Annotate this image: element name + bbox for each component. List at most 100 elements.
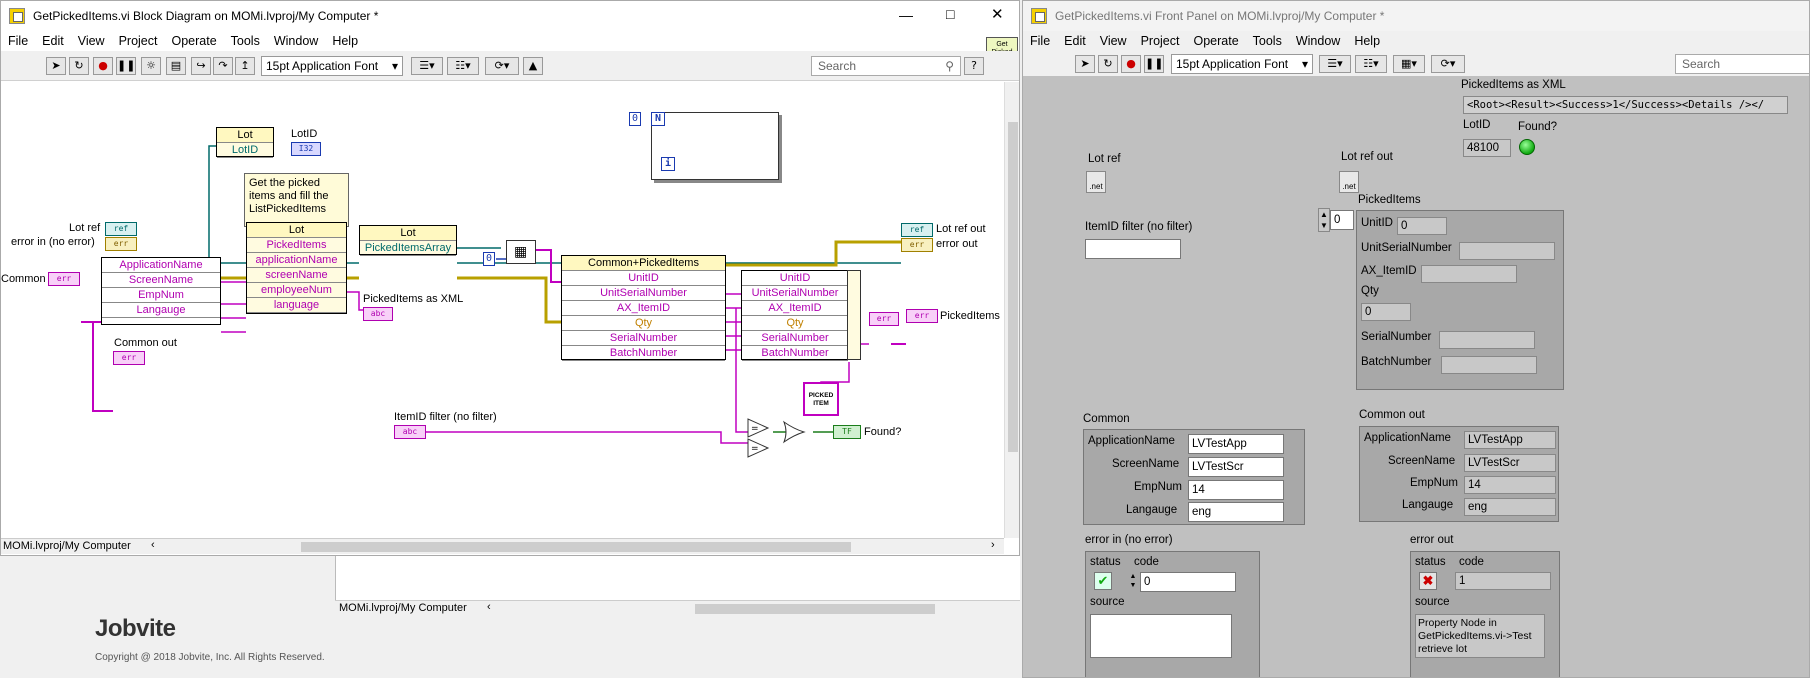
cleanup-diagram-icon[interactable]: ▲	[523, 57, 543, 75]
fp-reorder-icon[interactable]: ⟳▾	[1431, 55, 1465, 73]
fp-ax-field[interactable]	[1421, 265, 1517, 283]
fp-errin-source-input[interactable]	[1090, 614, 1232, 658]
bd-search-input[interactable]: Search⚲	[811, 56, 961, 76]
menu-view[interactable]: View	[77, 34, 105, 48]
fp-usn-field[interactable]	[1459, 242, 1555, 260]
highlight-execution-icon[interactable]: ☼	[141, 57, 161, 75]
common-control[interactable]: err	[48, 272, 80, 286]
lot-property-node-lotid[interactable]: Lot LotID	[216, 127, 274, 158]
fp-run-continuously-icon[interactable]: ↻	[1098, 55, 1118, 73]
reorder-icon[interactable]: ⟳▾	[485, 57, 519, 75]
fp-array-index-stepper[interactable]: ▲▼	[1318, 208, 1330, 232]
fp-menu-help[interactable]: Help	[1354, 34, 1381, 48]
fp-batch-field[interactable]	[1441, 356, 1537, 374]
menu-project[interactable]: Project	[118, 34, 158, 48]
scroll-thumb[interactable]	[695, 604, 935, 614]
fp-lotref-control[interactable]: .net	[1086, 171, 1106, 193]
lotid-indicator[interactable]: I32	[291, 142, 321, 156]
scroll-left-icon[interactable]: ‹	[487, 601, 491, 613]
fp-errout-source-value[interactable]: Property Node in GetPickedItems.vi->Test…	[1415, 614, 1545, 658]
step-over-icon[interactable]: ↷	[213, 57, 233, 75]
maximize-icon[interactable]: □	[946, 6, 955, 22]
fp-errin-status-check-icon[interactable]: ✔	[1094, 572, 1112, 590]
found-indicator[interactable]: TF	[833, 425, 861, 439]
fp-menu-window[interactable]: Window	[1295, 34, 1341, 48]
align-objects-icon[interactable]: ☰▾	[411, 57, 443, 75]
fp-align-icon[interactable]: ☰▾	[1319, 55, 1351, 73]
unbundle-common-picked[interactable]: Common+PickedItems UnitID UnitSerialNumb…	[561, 255, 726, 361]
scroll-right-icon[interactable]: ›	[991, 539, 995, 551]
picked-item-subvi[interactable]: PICKED ITEM	[803, 382, 839, 416]
fp-found-led[interactable]	[1519, 139, 1535, 155]
fp-lotid-indicator[interactable]: 48100	[1463, 139, 1511, 157]
fp-menu-file[interactable]: File	[1030, 34, 1051, 48]
index-array-node[interactable]: ▦	[506, 240, 536, 264]
menu-operate[interactable]: Operate	[171, 34, 217, 48]
fp-common-f0-input[interactable]: LVTestApp	[1188, 434, 1284, 454]
errin-control[interactable]: err	[105, 237, 137, 251]
bundle-picked-item[interactable]: UnitID UnitSerialNumber AX_ItemID Qty Se…	[741, 270, 849, 361]
errout-indicator[interactable]: err	[901, 238, 933, 252]
lot-property-node-main[interactable]: Lot PickedItems applicationName screenNa…	[246, 222, 347, 314]
abort-icon[interactable]: ●	[93, 57, 113, 75]
fp-errin-code-stepper[interactable]: ▲▼	[1129, 573, 1137, 589]
step-out-icon[interactable]: ↥	[235, 57, 255, 75]
build-array-node[interactable]	[847, 270, 861, 360]
fp-picked-xml-indicator[interactable]: <Root><Result><Success>1</Success><Detai…	[1463, 96, 1788, 114]
fp-lotref-out-indicator[interactable]: .net	[1339, 171, 1359, 193]
fp-qty-field[interactable]: 0	[1361, 303, 1411, 321]
bd-canvas[interactable]: Lot LotID LotID I32 Get the picked items…	[1, 82, 1004, 538]
unbundle-common[interactable]: ApplicationName ScreenName EmpNum Langau…	[101, 257, 221, 325]
fp-canvas[interactable]: PickedItems as XML <Root><Result><Succes…	[1023, 76, 1809, 677]
help-icon[interactable]: ?	[964, 57, 984, 75]
fp-menu-operate[interactable]: Operate	[1193, 34, 1239, 48]
distribute-objects-icon[interactable]: ☷▾	[447, 57, 479, 75]
equal-compare-nodes[interactable]: = =	[746, 417, 806, 467]
picked-items-converter[interactable]: err	[869, 312, 899, 326]
bd-vscroll[interactable]	[1004, 82, 1019, 538]
fp-serial-field[interactable]	[1439, 331, 1535, 349]
fp-common-f1-input[interactable]: LVTestScr	[1188, 457, 1284, 477]
fp-errout-code-value[interactable]: 1	[1455, 572, 1551, 590]
picked-xml-indicator[interactable]: abc	[363, 307, 393, 321]
bd-vscroll-thumb[interactable]	[1008, 122, 1018, 452]
font-select[interactable]: 15pt Application Font▾	[261, 56, 403, 76]
fp-menu-project[interactable]: Project	[1140, 34, 1180, 48]
fp-search-input[interactable]: Search	[1675, 54, 1809, 74]
menu-file[interactable]: File	[8, 34, 29, 48]
fp-menu-view[interactable]: View	[1099, 34, 1127, 48]
diagram-comment[interactable]: Get the picked items and fill the ListPi…	[244, 173, 349, 227]
fp-errin-code-input[interactable]: 0	[1140, 572, 1236, 592]
fp-itemid-filter-input[interactable]	[1085, 239, 1181, 259]
index-constant[interactable]: 0	[483, 252, 495, 266]
picked-items-indicator[interactable]: err	[906, 309, 938, 323]
fp-menu-edit[interactable]: Edit	[1064, 34, 1086, 48]
bd-hscroll-thumb[interactable]	[301, 542, 851, 552]
step-into-icon[interactable]: ↪	[191, 57, 211, 75]
fp-common-out-f3-value[interactable]: eng	[1464, 498, 1556, 516]
menu-help[interactable]: Help	[332, 34, 359, 48]
fp-array-index-input[interactable]: 0	[1330, 210, 1354, 230]
minimize-icon[interactable]: —	[899, 7, 913, 23]
fp-common-out-f0-value[interactable]: LVTestApp	[1464, 431, 1556, 449]
fp-distribute-icon[interactable]: ☷▾	[1355, 55, 1387, 73]
loop-count-constant[interactable]: 0	[629, 112, 641, 126]
fp-unitid-field[interactable]: 0	[1397, 217, 1447, 235]
lotref-out-indicator[interactable]: ref	[901, 223, 933, 237]
lot-property-node-array[interactable]: Lot PickedItemsArray	[359, 225, 457, 256]
bd-hscroll[interactable]: MOMi.lvproj/My Computer ‹ ›	[1, 538, 1004, 554]
menu-edit[interactable]: Edit	[42, 34, 64, 48]
fp-common-f2-input[interactable]: 14	[1188, 480, 1284, 500]
menu-window[interactable]: Window	[273, 34, 319, 48]
menu-tools[interactable]: Tools	[230, 34, 260, 48]
run-arrow-icon[interactable]: ➤	[46, 57, 66, 75]
background-hscroll[interactable]: MOMi.lvproj/My Computer ‹	[335, 600, 1020, 616]
run-continuously-icon[interactable]: ↻	[69, 57, 89, 75]
lotref-control[interactable]: ref	[105, 222, 137, 236]
retain-wire-values-icon[interactable]: ▤	[166, 57, 186, 75]
fp-abort-icon[interactable]: ●	[1121, 55, 1141, 73]
fp-common-out-f2-value[interactable]: 14	[1464, 476, 1556, 494]
pause-icon[interactable]: ❚❚	[116, 57, 136, 75]
fp-errout-status-x-icon[interactable]: ✖	[1419, 572, 1437, 590]
itemid-filter-control[interactable]: abc	[394, 425, 426, 439]
